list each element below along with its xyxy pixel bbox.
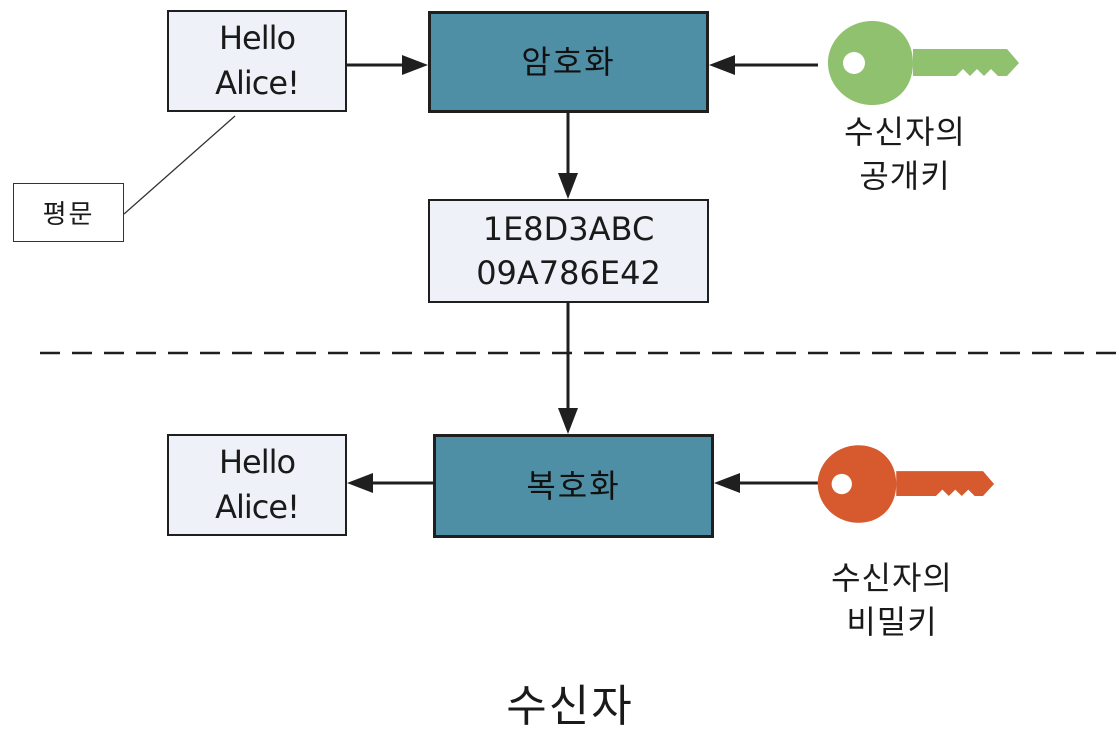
ciphertext-line-2: 09A786E42 [476,254,661,292]
public-key-label: 수신자의 공개키 [820,110,990,198]
private-key-label-line-1: 수신자의 [831,559,953,597]
plaintext-line-2: Alice! [215,64,300,102]
decrypt-label: 복호화 [526,467,621,505]
private-key-label-line-2: 비밀키 [846,603,938,641]
encrypt-label: 암호화 [521,43,616,81]
public-key-icon [828,21,1019,105]
decrypt-box: 복호화 [433,434,714,538]
private-key-icon [817,445,995,523]
ciphertext-line-1: 1E8D3ABC [482,210,655,248]
public-key-label-line-1: 수신자의 [844,113,966,151]
private-key-label: 수신자의 비밀키 [807,556,977,644]
decrypted-line-2: Alice! [215,488,300,526]
ciphertext-box: 1E8D3ABC 09A786E42 [428,199,709,303]
encrypt-box: 암호화 [428,11,709,113]
decrypted-line-1: Hello [218,443,296,481]
callout-leader-line [123,115,236,215]
plaintext-callout: 평문 [13,183,124,242]
receiver-label: 수신자 [506,681,634,732]
decrypted-plaintext-box: Hello Alice! [167,434,347,536]
public-key-label-line-2: 공개키 [859,157,951,195]
plaintext-box: Hello Alice! [167,10,347,112]
plaintext-line-1: Hello [218,19,296,57]
